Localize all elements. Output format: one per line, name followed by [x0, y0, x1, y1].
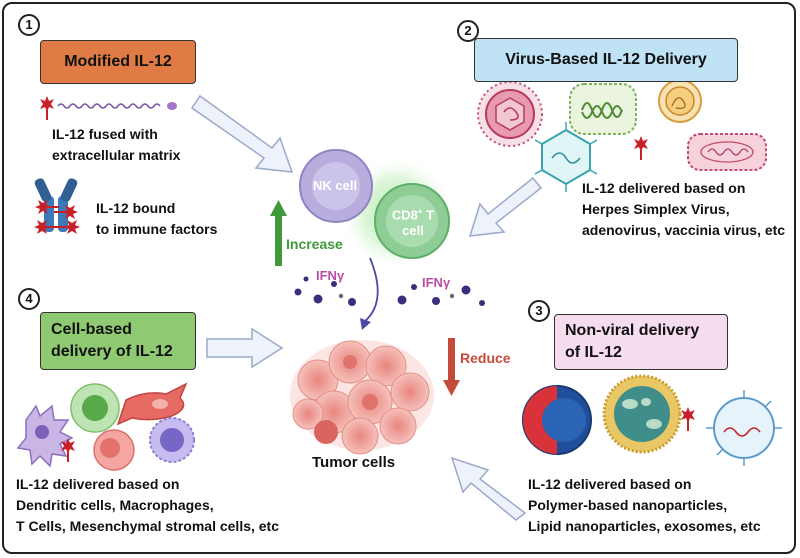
- tumor-cells-label: Tumor cells: [312, 454, 396, 471]
- section-4-text-line-2: Dendritic cells, Macrophages,: [16, 497, 214, 513]
- lipid-nanoparticle-icon: [602, 374, 682, 454]
- reduce-label: Reduce: [460, 350, 511, 366]
- section-2-number: 2: [457, 20, 479, 42]
- nk-cell-label: NK cell: [313, 178, 358, 193]
- tumor-cells-cluster: [290, 340, 434, 455]
- macrophage-icon: [93, 429, 135, 471]
- natural-cell-icon: [149, 417, 195, 463]
- il12-icon-s2: [634, 136, 648, 160]
- cd8-label-t: T: [422, 207, 435, 223]
- section-3-number: 3: [528, 300, 550, 322]
- section-1-text-a-line-1: IL-12 fused with: [52, 126, 158, 142]
- arrow-s1-to-center: [190, 94, 294, 173]
- cd8-t-cell-icon: [374, 183, 450, 259]
- section-4-title: Cell-based delivery of IL-12: [40, 312, 196, 370]
- cd8-label-sup: +: [417, 207, 423, 216]
- stromal-cell-icon: [116, 382, 188, 426]
- section-3-text-line-1: IL-12 delivered based on: [528, 476, 692, 492]
- section-1-title: Modified IL-12: [40, 40, 196, 84]
- nk-cell-icon: [299, 149, 373, 223]
- ifn-gamma-label-left: IFNγ: [316, 268, 345, 283]
- adenovirus-icon: [534, 122, 598, 192]
- increase-arrow-icon: [270, 200, 287, 266]
- section-2-text-line-2: Herpes Simplex Virus,: [582, 201, 730, 217]
- section-4-title-line-2: delivery of IL-12: [51, 343, 173, 360]
- section-3-text-line-3: Lipid nanoparticles, exosomes, etc: [528, 518, 761, 534]
- il12-icon-s3: [681, 407, 695, 431]
- cd8-t-cell-label: CD8+ T cell: [388, 204, 438, 239]
- section-2-title: Virus-Based IL-12 Delivery: [474, 38, 738, 82]
- section-1-text-b-line-1: IL-12 bound: [96, 200, 176, 216]
- arrow-s4-to-center: [206, 327, 284, 369]
- section-1-text-b: IL-12 bound to immune factors: [96, 198, 217, 240]
- pox-virus-icon: [658, 79, 702, 123]
- ifn-gamma-particles: [294, 276, 485, 306]
- ifn-to-tumor-arrow: [363, 257, 379, 323]
- antibody-il12-icon: [34, 178, 80, 234]
- cd8-label-cell: cell: [402, 223, 424, 239]
- section-3-title-line-1: Non-viral delivery: [565, 322, 700, 339]
- section-3-text: IL-12 delivered based on Polymer-based n…: [528, 474, 761, 537]
- section-4-text: IL-12 delivered based on Dendritic cells…: [16, 474, 279, 537]
- section-4-text-line-3: T Cells, Mesenchymal stromal cells, etc: [16, 518, 280, 534]
- section-3-title-line-2: of IL-12: [565, 344, 622, 361]
- section-3-text-line-2: Polymer-based nanoparticles,: [528, 497, 728, 513]
- section-4-text-line-1: IL-12 delivered based on: [16, 476, 180, 492]
- bacterium-vector-icon: [687, 133, 767, 171]
- section-2-text-line-3: adenovirus, vaccinia virus, etc: [582, 222, 786, 238]
- dendritic-cell-icon: [16, 404, 74, 468]
- section-3-title: Non-viral delivery of IL-12: [554, 314, 728, 370]
- exosome-icon: [706, 390, 782, 466]
- section-1-text-a: IL-12 fused with extracellular matrix: [52, 124, 180, 166]
- arrow-s2-to-center: [468, 176, 543, 237]
- reduce-arrow-icon: [443, 338, 460, 396]
- ifn-gamma-label-right: IFNγ: [422, 275, 451, 290]
- vaccinia-virus-icon: [569, 83, 637, 135]
- arrow-s3-to-center: [450, 456, 527, 521]
- polymer-nanoparticle-icon: [522, 385, 592, 455]
- section-1-text-b-line-2: to immune factors: [96, 221, 218, 237]
- section-2-text-line-1: IL-12 delivered based on: [582, 180, 746, 196]
- section-4-title-line-1: Cell-based: [51, 321, 132, 338]
- section-4-number: 4: [18, 288, 40, 310]
- herpes-virus-icon: [477, 81, 543, 147]
- section-1-number: 1: [18, 14, 40, 36]
- increase-label: Increase: [286, 236, 343, 252]
- section-2-text: IL-12 delivered based on Herpes Simplex …: [582, 178, 785, 241]
- il12-ecm-fusion-icon: [40, 96, 177, 120]
- section-1-text-a-line-2: extracellular matrix: [52, 147, 181, 163]
- cd8-label-main: CD8: [391, 207, 418, 223]
- t-cell-icon: [70, 383, 120, 433]
